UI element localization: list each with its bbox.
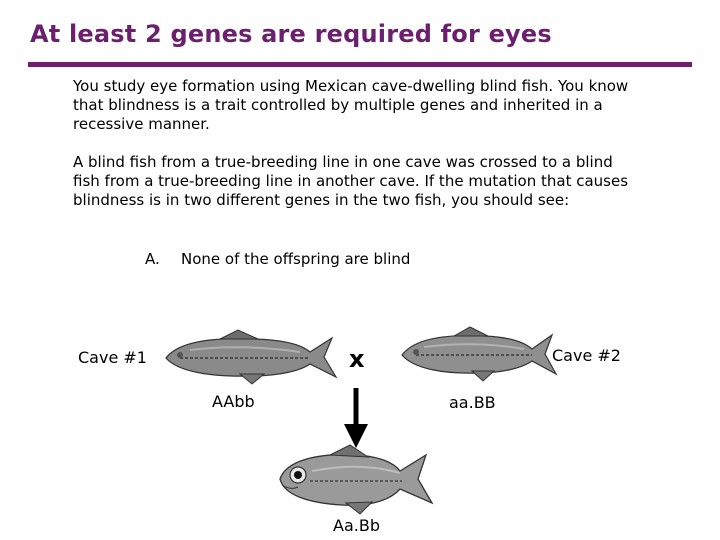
question-paragraph: A blind fish from a true-breeding line i…: [73, 153, 629, 209]
down-arrow-icon: [344, 388, 368, 448]
fish-icon: [165, 329, 338, 385]
genotype-parent2: aa.BB: [449, 393, 496, 412]
option-letter: A.: [145, 250, 160, 268]
genotype-parent1: AAbb: [212, 392, 255, 411]
option-text: None of the offspring are blind: [181, 250, 411, 268]
intro-paragraph: You study eye formation using Mexican ca…: [73, 77, 629, 133]
title-divider: [28, 62, 692, 67]
fish-icon: [401, 326, 558, 382]
cave1-label: Cave #1: [78, 348, 147, 367]
cave2-label: Cave #2: [552, 346, 621, 365]
cross-symbol: x: [349, 345, 365, 373]
fish-icon: [279, 444, 434, 515]
page-title: At least 2 genes are required for eyes: [30, 20, 552, 48]
genotype-offspring: Aa.Bb: [333, 516, 380, 535]
